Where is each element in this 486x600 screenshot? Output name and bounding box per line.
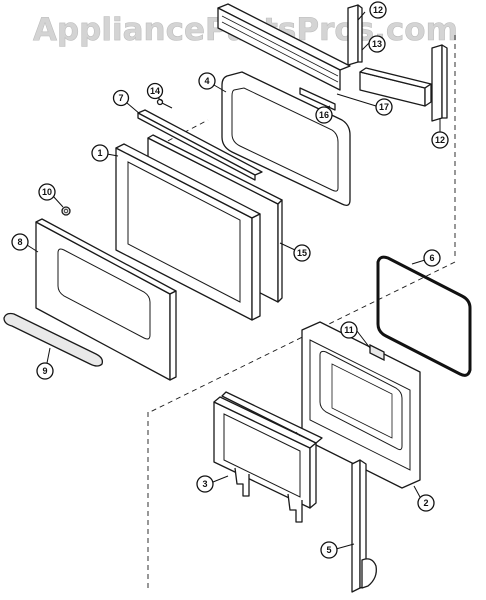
callout-10-label: 10 bbox=[42, 187, 52, 197]
callout-13-label: 13 bbox=[372, 39, 382, 49]
callout-3-label: 3 bbox=[202, 479, 207, 489]
callout-2: 2 bbox=[417, 494, 435, 512]
callout-1: 1 bbox=[91, 144, 109, 162]
callout-14: 14 bbox=[146, 82, 164, 100]
callout-8-label: 8 bbox=[17, 237, 22, 247]
callout-8: 8 bbox=[11, 233, 29, 251]
callout-17: 17 bbox=[375, 98, 393, 116]
part-16-vent-strip bbox=[299, 87, 336, 111]
callout-17-label: 17 bbox=[379, 102, 389, 112]
callout-5-label: 5 bbox=[326, 545, 331, 555]
callout-3: 3 bbox=[196, 475, 214, 493]
part-1-door-frame bbox=[115, 143, 261, 321]
part-17-channel bbox=[217, 3, 351, 91]
callout-15: 15 bbox=[293, 244, 311, 262]
callout-9: 9 bbox=[36, 362, 54, 380]
callout-16-label: 16 bbox=[319, 110, 329, 120]
callout-12-upper: 12 bbox=[369, 1, 387, 19]
callout-6-label: 6 bbox=[429, 253, 434, 263]
callout-16: 16 bbox=[315, 106, 333, 124]
callout-12-upper-label: 12 bbox=[373, 5, 383, 15]
callout-14-label: 14 bbox=[150, 86, 160, 96]
part-14-screw bbox=[156, 98, 173, 109]
part-6-gasket bbox=[376, 255, 472, 377]
part-4-glass-frame bbox=[221, 71, 351, 206]
callout-9-label: 9 bbox=[42, 366, 47, 376]
part-11-clip bbox=[369, 343, 385, 362]
part-8-door-panel bbox=[35, 218, 177, 381]
callout-4-label: 4 bbox=[204, 76, 209, 86]
callout-7-label: 7 bbox=[118, 93, 123, 103]
callout-11-label: 11 bbox=[344, 325, 354, 335]
part-3-lower-panel bbox=[213, 391, 323, 523]
callout-12-lower: 12 bbox=[431, 131, 449, 149]
part-9-handle bbox=[3, 312, 104, 367]
callout-2-label: 2 bbox=[423, 498, 428, 508]
part-5-hinge-arm bbox=[351, 459, 377, 593]
callout-13: 13 bbox=[368, 35, 386, 53]
callout-1-label: 1 bbox=[97, 148, 102, 158]
callout-12-lower-label: 12 bbox=[435, 135, 445, 145]
callout-15-label: 15 bbox=[297, 248, 307, 258]
callout-7: 7 bbox=[112, 89, 130, 107]
callout-6: 6 bbox=[423, 249, 441, 267]
callout-4: 4 bbox=[198, 72, 216, 90]
part-12-post-lower bbox=[431, 44, 448, 122]
callout-10: 10 bbox=[38, 183, 56, 201]
leader-lines bbox=[26, 11, 441, 550]
part-7-trim-strip bbox=[137, 109, 263, 181]
callout-5: 5 bbox=[320, 541, 338, 559]
part-10-knob bbox=[61, 206, 71, 216]
part-12-post-upper bbox=[347, 4, 363, 66]
part-13-bar bbox=[359, 67, 432, 107]
callout-11: 11 bbox=[340, 321, 358, 339]
